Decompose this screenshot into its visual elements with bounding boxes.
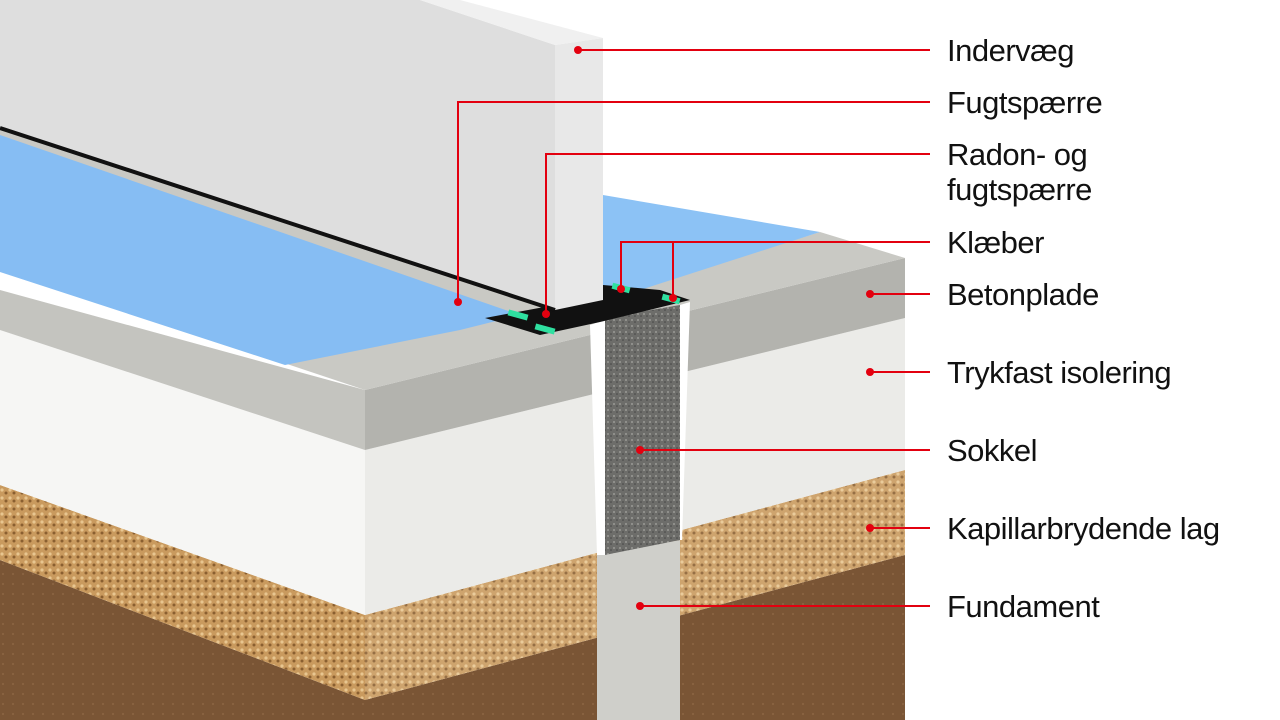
label-fugtspaerre: Fugtspærre <box>947 85 1103 120</box>
label-radon-line1: Radon- og <box>947 137 1088 172</box>
leader-dots <box>454 46 874 610</box>
wall-base-line <box>0 126 556 312</box>
label-indervaeg: Indervæg <box>947 33 1074 68</box>
insulation-left <box>0 330 365 615</box>
inner-wall-top <box>420 0 603 45</box>
inner-wall-side <box>555 38 603 310</box>
adhesive-strip <box>534 323 556 335</box>
fundament <box>597 540 680 720</box>
label-trykfast-isolering: Trykfast isolering <box>947 355 1172 390</box>
label-sokkel: Sokkel <box>947 433 1038 468</box>
gap-strip-left <box>590 320 605 555</box>
gap-strip-right <box>680 302 690 540</box>
sokkel <box>605 305 680 555</box>
membrane-right <box>603 195 820 300</box>
radon-membrane <box>485 285 690 335</box>
label-betonplade: Betonplade <box>947 277 1099 312</box>
inner-wall-front <box>0 0 555 310</box>
membrane-left <box>0 135 520 365</box>
label-kapillarbrydende-lag: Kapillarbrydende lag <box>947 511 1220 546</box>
leader-lines <box>457 49 930 607</box>
label-fundament: Fundament <box>947 589 1100 624</box>
capillary-layer-left <box>0 485 365 700</box>
label-klaeber: Klæber <box>947 225 1044 260</box>
adhesive-strip <box>507 309 529 321</box>
label-radon-line2: fugtspærre <box>947 172 1092 207</box>
concrete-slab-left <box>0 290 365 450</box>
